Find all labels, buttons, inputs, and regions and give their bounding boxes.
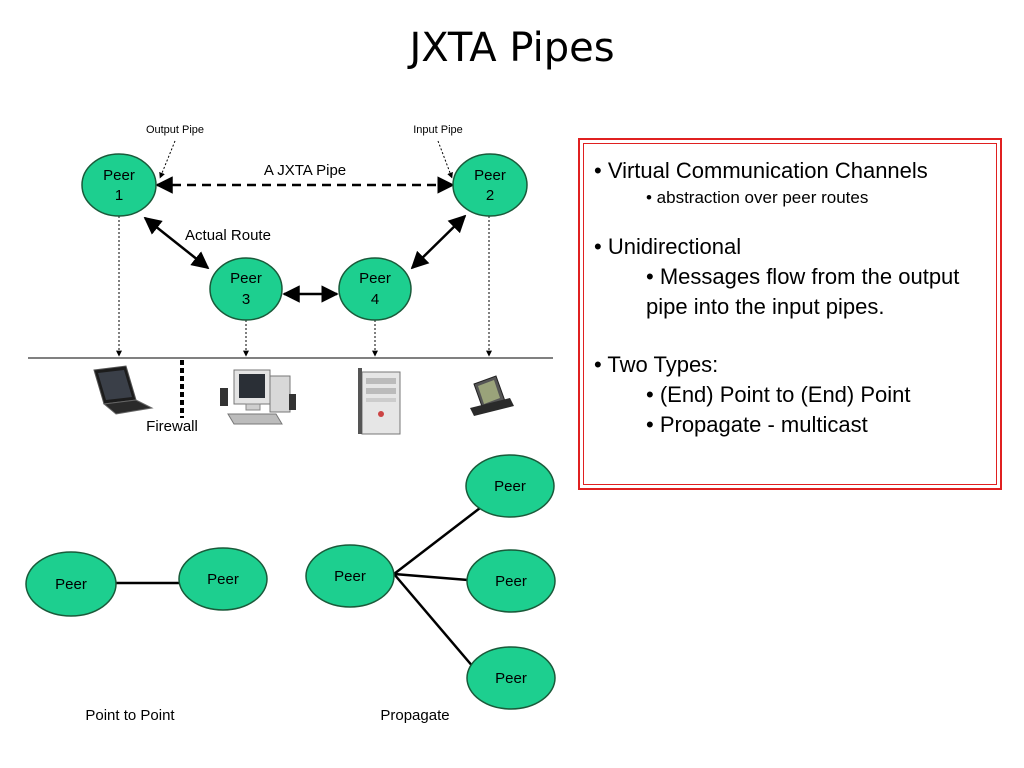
laptop-icon bbox=[93, 365, 154, 415]
peer-1-label: Peer bbox=[103, 167, 135, 184]
peer-2-label: Peer bbox=[474, 167, 506, 184]
output-pipe-label: Output Pipe bbox=[146, 124, 204, 136]
subbullet-point-to-point: • (End) Point to (End) Point bbox=[646, 382, 911, 407]
propagate-peer-bottom: Peer bbox=[466, 646, 556, 710]
peer-4-node: Peer 4 bbox=[338, 257, 412, 321]
peer-1-number: 1 bbox=[115, 187, 123, 204]
input-pipe-label: Input Pipe bbox=[413, 124, 463, 136]
actual-route-label: Actual Route bbox=[185, 227, 271, 244]
output-pipe-pointer bbox=[159, 140, 176, 179]
input-pipe-pointer bbox=[437, 140, 453, 179]
peer-3-number: 3 bbox=[242, 291, 250, 308]
tower-server-icon bbox=[358, 368, 401, 435]
route-peer1-peer3 bbox=[143, 216, 210, 270]
propagate-link-bottom bbox=[393, 573, 475, 669]
p2p-peer-left: Peer bbox=[25, 551, 117, 617]
page-title: JXTA Pipes bbox=[409, 25, 615, 71]
subbullet-abstraction: • abstraction over peer routes bbox=[646, 188, 869, 207]
p2p-peer-right: Peer bbox=[178, 547, 268, 611]
peer-2-node: Peer 2 bbox=[452, 153, 528, 217]
peer-1-node: Peer 1 bbox=[81, 153, 157, 217]
desktop-computer-icon bbox=[220, 369, 296, 425]
peer-3-label: Peer bbox=[230, 270, 262, 287]
p2p-peer-left-label: Peer bbox=[55, 576, 87, 593]
propagate-peer-top: Peer bbox=[465, 454, 555, 518]
p2p-peer-right-label: Peer bbox=[207, 571, 239, 588]
pda-icon bbox=[470, 375, 514, 416]
propagate-peer-mid: Peer bbox=[466, 549, 556, 613]
summary-textbox: • Virtual Communication Channels • abstr… bbox=[578, 138, 1002, 490]
subbullet-propagate: • Propagate - multicast bbox=[646, 412, 868, 437]
propagate-peer-top-label: Peer bbox=[494, 478, 526, 495]
propagate-link-mid bbox=[393, 572, 469, 582]
propagate-peer-center: Peer bbox=[305, 544, 395, 608]
propagate-peer-center-label: Peer bbox=[334, 568, 366, 585]
bullet-two-types: • Two Types: bbox=[594, 352, 719, 377]
peer-4-number: 4 bbox=[371, 291, 379, 308]
point-to-point-caption: Point to Point bbox=[85, 707, 175, 724]
subbullet-messages-flow: • Messages flow from the output pipe int… bbox=[646, 264, 960, 319]
peer-4-label: Peer bbox=[359, 270, 391, 287]
summary-textbox-inner: • Virtual Communication Channels • abstr… bbox=[583, 143, 997, 485]
propagate-peer-mid-label: Peer bbox=[495, 573, 527, 590]
propagate-link-top bbox=[393, 507, 481, 575]
firewall-label: Firewall bbox=[146, 418, 198, 435]
jxta-pipe-label: A JXTA Pipe bbox=[264, 162, 346, 179]
bullet-unidirectional: • Unidirectional bbox=[594, 234, 742, 259]
peer-2-number: 2 bbox=[486, 187, 494, 204]
route-peer4-peer2 bbox=[410, 214, 467, 270]
bullet-virtual-channels: • Virtual Communication Channels bbox=[594, 158, 928, 183]
peer-3-node: Peer 3 bbox=[209, 257, 283, 321]
propagate-peer-bottom-label: Peer bbox=[495, 670, 527, 687]
propagate-caption: Propagate bbox=[380, 707, 449, 724]
